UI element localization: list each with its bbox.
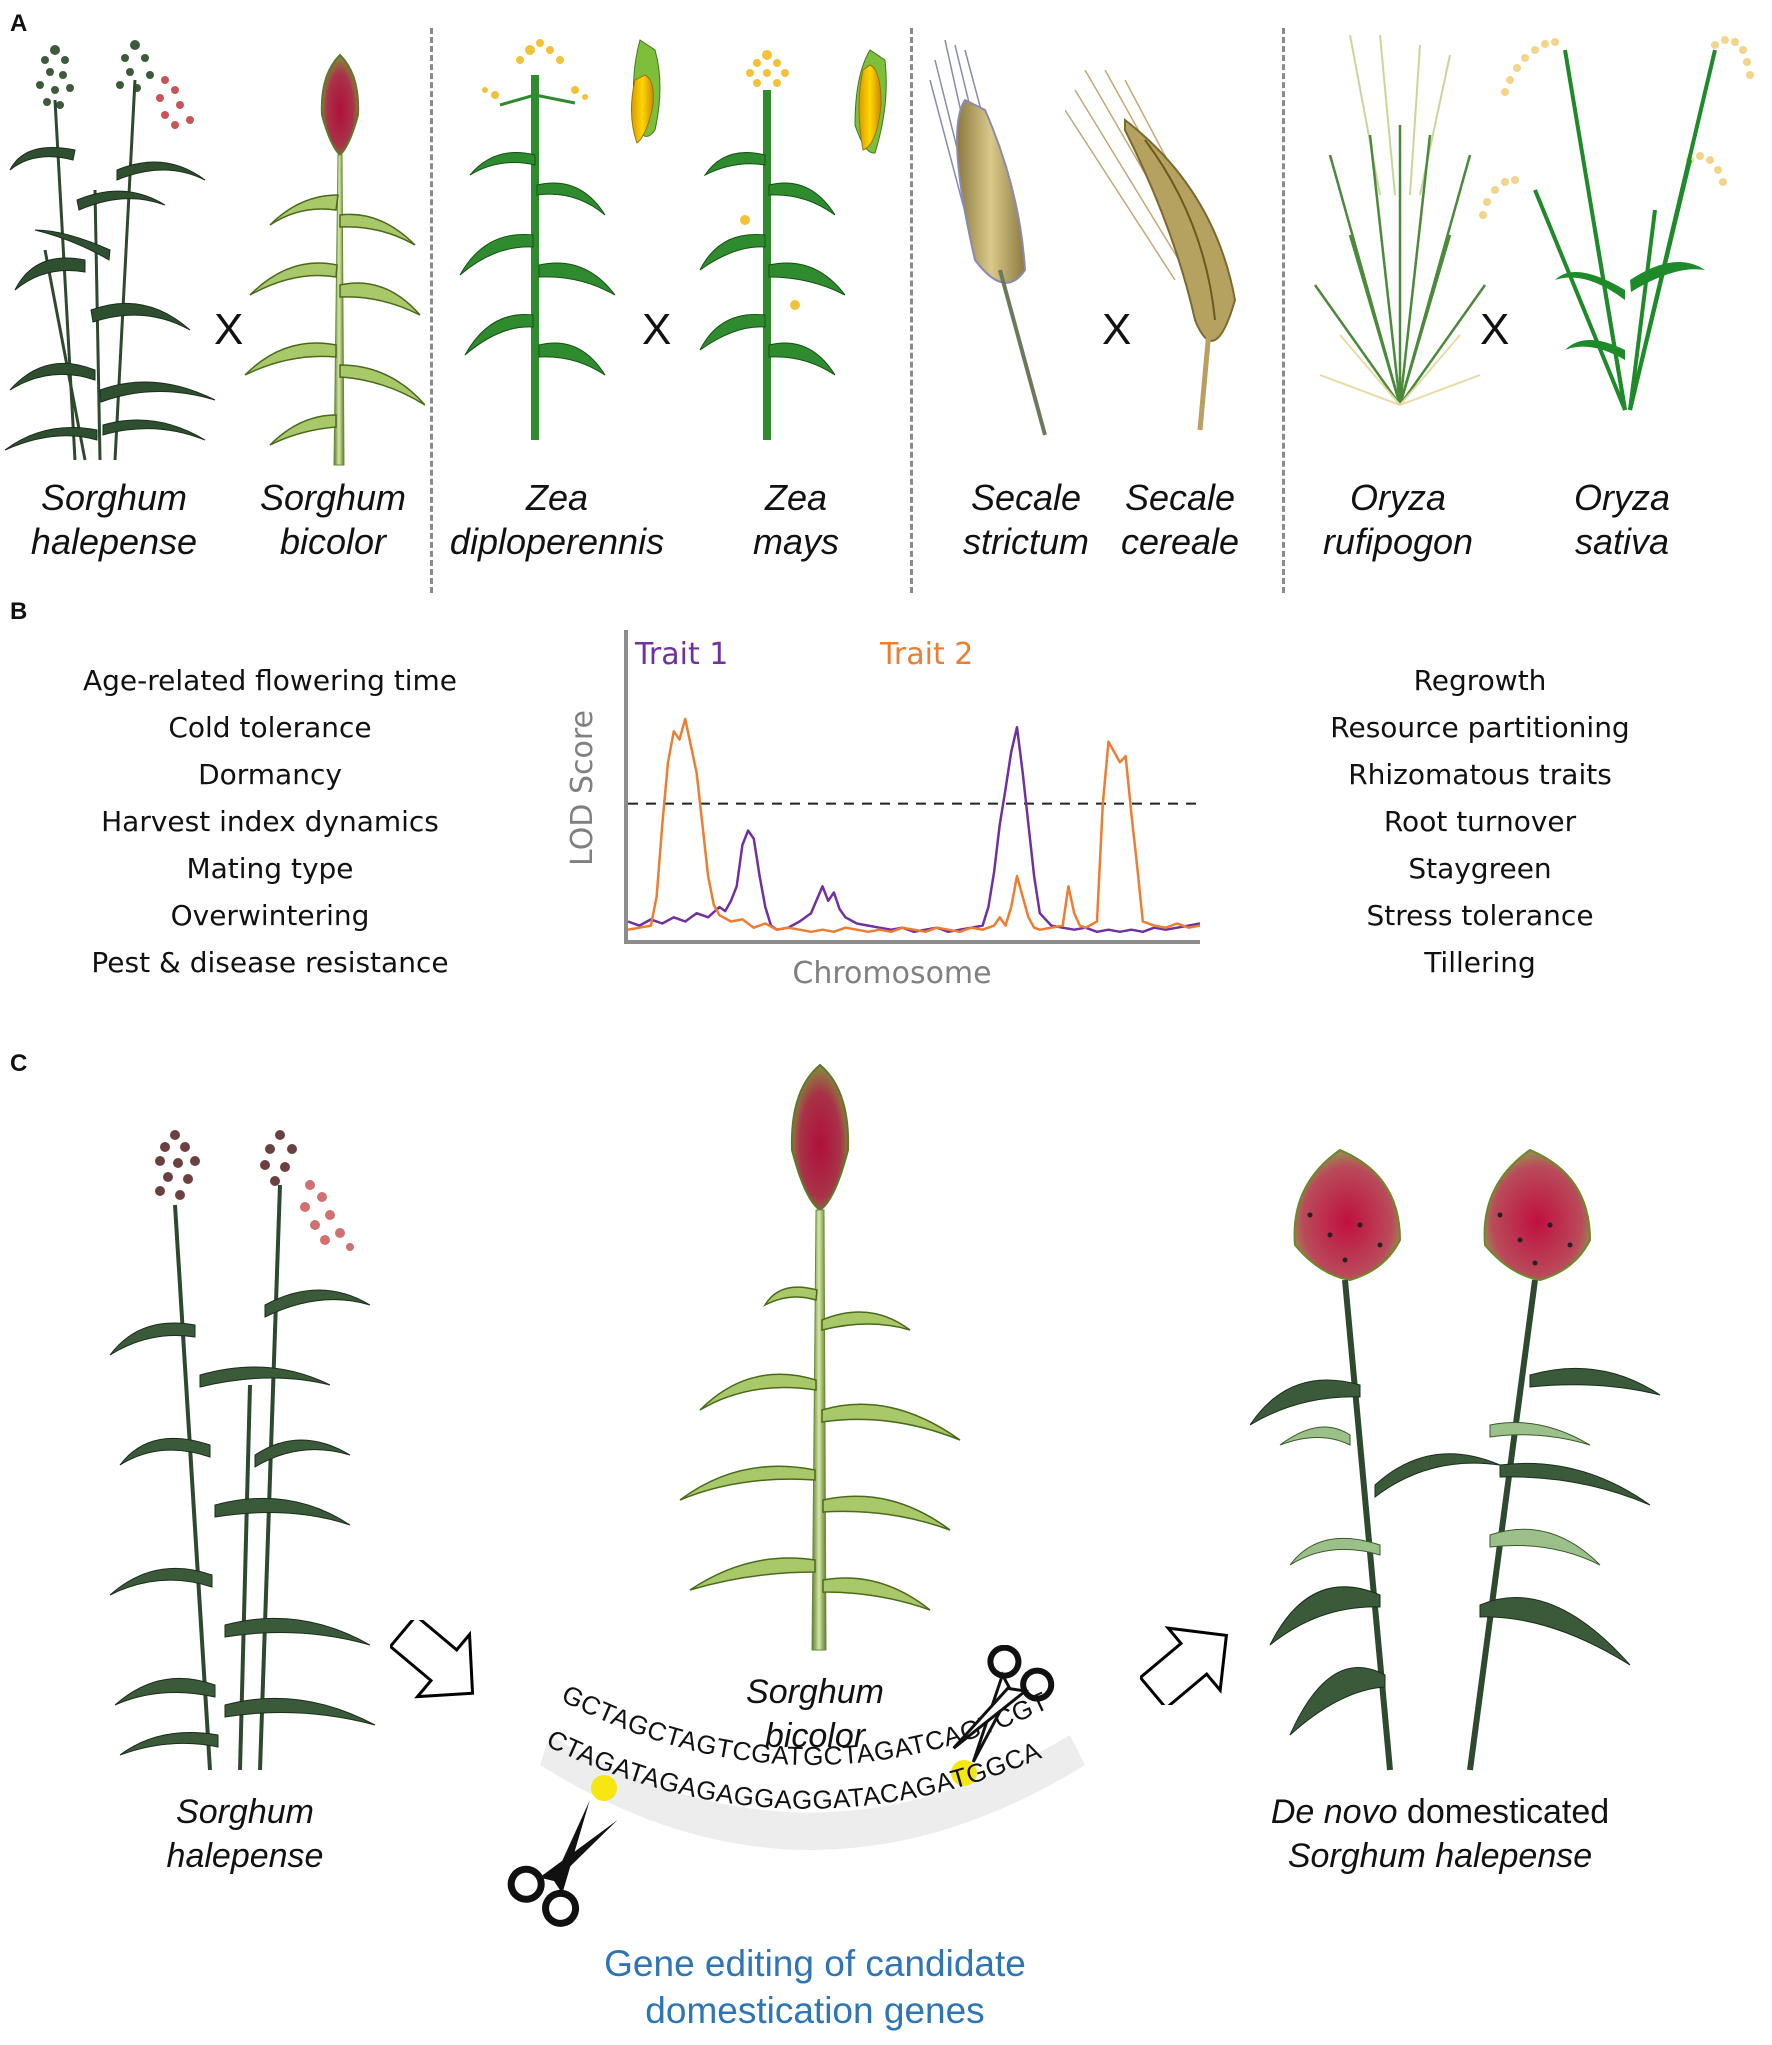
trait-item: Age-related flowering time	[82, 664, 458, 697]
trait-item: Harvest index dynamics	[101, 805, 439, 838]
panel-label-b: B	[10, 598, 28, 625]
caption-line: Gene editing of candidate	[604, 1943, 1026, 1984]
sorghum-halepense-plant-illustration	[5, 40, 216, 461]
species-epithet: diploperennis	[449, 521, 665, 562]
species-genus: Secale	[1124, 477, 1236, 518]
caption-domesticated: domesticated	[1397, 1793, 1610, 1831]
species-label-zea-diploperennis: Zea diploperennis	[407, 476, 707, 564]
caption-line: Sorghum	[746, 1673, 884, 1711]
caption-line: halepense	[166, 1837, 324, 1875]
secale-strictum-plant-illustration	[929, 40, 1047, 436]
species-genus: Zea	[764, 477, 828, 518]
species-label-zea-mays: Zea mays	[646, 476, 946, 564]
species-genus: Sorghum	[259, 477, 407, 518]
edited-base-highlight-bottom	[591, 1775, 617, 1801]
oryza-rufipogon-plant-illustration	[1313, 35, 1487, 406]
species-label-oryza-rufipogon: Oryza rufipogon	[1248, 476, 1548, 564]
cross-symbol-4: X	[1480, 305, 1510, 354]
species-genus: Oryza	[1349, 477, 1446, 518]
x-axis-label: Chromosome	[792, 956, 991, 991]
cross-symbol-1: X	[214, 305, 244, 354]
perennial-traits-right: Regrowth Resource partitioning Rhizomato…	[1300, 657, 1660, 986]
trait-item: Stress tolerance	[1366, 899, 1594, 932]
caption-sorghum-bicolor: Sorghum bicolor	[665, 1670, 965, 1758]
series-line-trait-2	[627, 717, 1201, 934]
trait-item: Mating type	[186, 852, 354, 885]
trait-item: Resource partitioning	[1330, 711, 1630, 744]
species-genus: Sorghum	[40, 477, 188, 518]
cross-symbol-2: X	[642, 305, 672, 354]
species-epithet: cereale	[1120, 521, 1240, 562]
scissors-icon	[952, 1645, 1055, 1763]
caption-line: Sorghum	[176, 1793, 314, 1831]
de-novo-domesticated-sorghum-illustration	[1250, 1148, 1661, 1771]
caption-gene-editing: Gene editing of candidate domestication …	[515, 1940, 1115, 2034]
wild-sorghum-halepense-illustration	[109, 1130, 376, 1771]
arrow-up-right-icon	[1140, 1626, 1229, 1705]
caption-de-novo: De novo	[1270, 1793, 1398, 1831]
trait-item: Rhizomatous traits	[1348, 758, 1612, 791]
series-label-trait-1: Trait 1	[634, 637, 728, 672]
trait-item: Regrowth	[1413, 664, 1547, 697]
arrow-right-icon	[390, 1620, 475, 1699]
series-label-trait-2: Trait 2	[879, 637, 973, 672]
species-epithet: halepense	[30, 521, 198, 562]
secale-cereale-plant-illustration	[1065, 70, 1237, 431]
trait-item: Root turnover	[1383, 805, 1577, 838]
separator-3	[1282, 28, 1285, 593]
trait-item: Tillering	[1424, 946, 1536, 979]
trait-item: Staygreen	[1408, 852, 1552, 885]
trait-item: Cold tolerance	[168, 711, 372, 744]
caption-line: bicolor	[764, 1717, 866, 1755]
caption-line: domestication genes	[645, 1990, 985, 2031]
caption-line-1: De novo domesticated	[1200, 1790, 1680, 1834]
separator-2	[910, 28, 913, 593]
lod-score-chart: Trait 1 Trait 2 LOD Score Chromosome	[565, 630, 1201, 991]
species-genus: Zea	[525, 477, 589, 518]
edited-base-highlight-top	[951, 1760, 977, 1786]
panel-label-a: A	[10, 10, 28, 37]
separator-1	[430, 28, 433, 593]
trait-item: Dormancy	[198, 758, 342, 791]
species-label-secale-cereale: Secale cereale	[1030, 476, 1330, 564]
trait-item: Pest & disease resistance	[91, 946, 449, 979]
panel-label-c: C	[10, 1050, 28, 1077]
species-epithet: sativa	[1574, 521, 1670, 562]
species-epithet: rufipogon	[1322, 521, 1474, 562]
domesticated-sorghum-bicolor-illustration	[679, 1063, 961, 1651]
species-epithet: strictum	[963, 521, 1089, 562]
sorghum-bicolor-plant-illustration	[244, 53, 425, 466]
species-genus: Secale	[970, 477, 1082, 518]
perennial-traits-left: Age-related flowering time Cold toleranc…	[50, 657, 490, 986]
scissors-icon	[507, 1800, 618, 1927]
trait-item: Overwintering	[170, 899, 370, 932]
caption-line-2: Sorghum halepense	[1287, 1837, 1593, 1875]
caption-de-novo-domesticated: De novo domesticated Sorghum halepense	[1200, 1790, 1680, 1878]
zea-diploperennis-plant-illustration	[459, 39, 661, 440]
species-label-sorghum-bicolor: Sorghum bicolor	[183, 476, 483, 564]
oryza-sativa-plant-illustration	[1479, 36, 1754, 411]
species-epithet: bicolor	[279, 521, 387, 562]
species-label-sorghum-halepense: Sorghum halepense	[0, 476, 264, 564]
y-axis-label: LOD Score	[565, 710, 600, 866]
species-genus: Oryza	[1573, 477, 1670, 518]
species-label-secale-strictum: Secale strictum	[876, 476, 1176, 564]
species-label-oryza-sativa: Oryza sativa	[1472, 476, 1772, 564]
caption-wild-sorghum: Sorghum halepense	[95, 1790, 395, 1878]
zea-mays-plant-illustration	[699, 49, 887, 440]
species-epithet: mays	[752, 521, 839, 562]
cross-symbol-3: X	[1102, 305, 1132, 354]
